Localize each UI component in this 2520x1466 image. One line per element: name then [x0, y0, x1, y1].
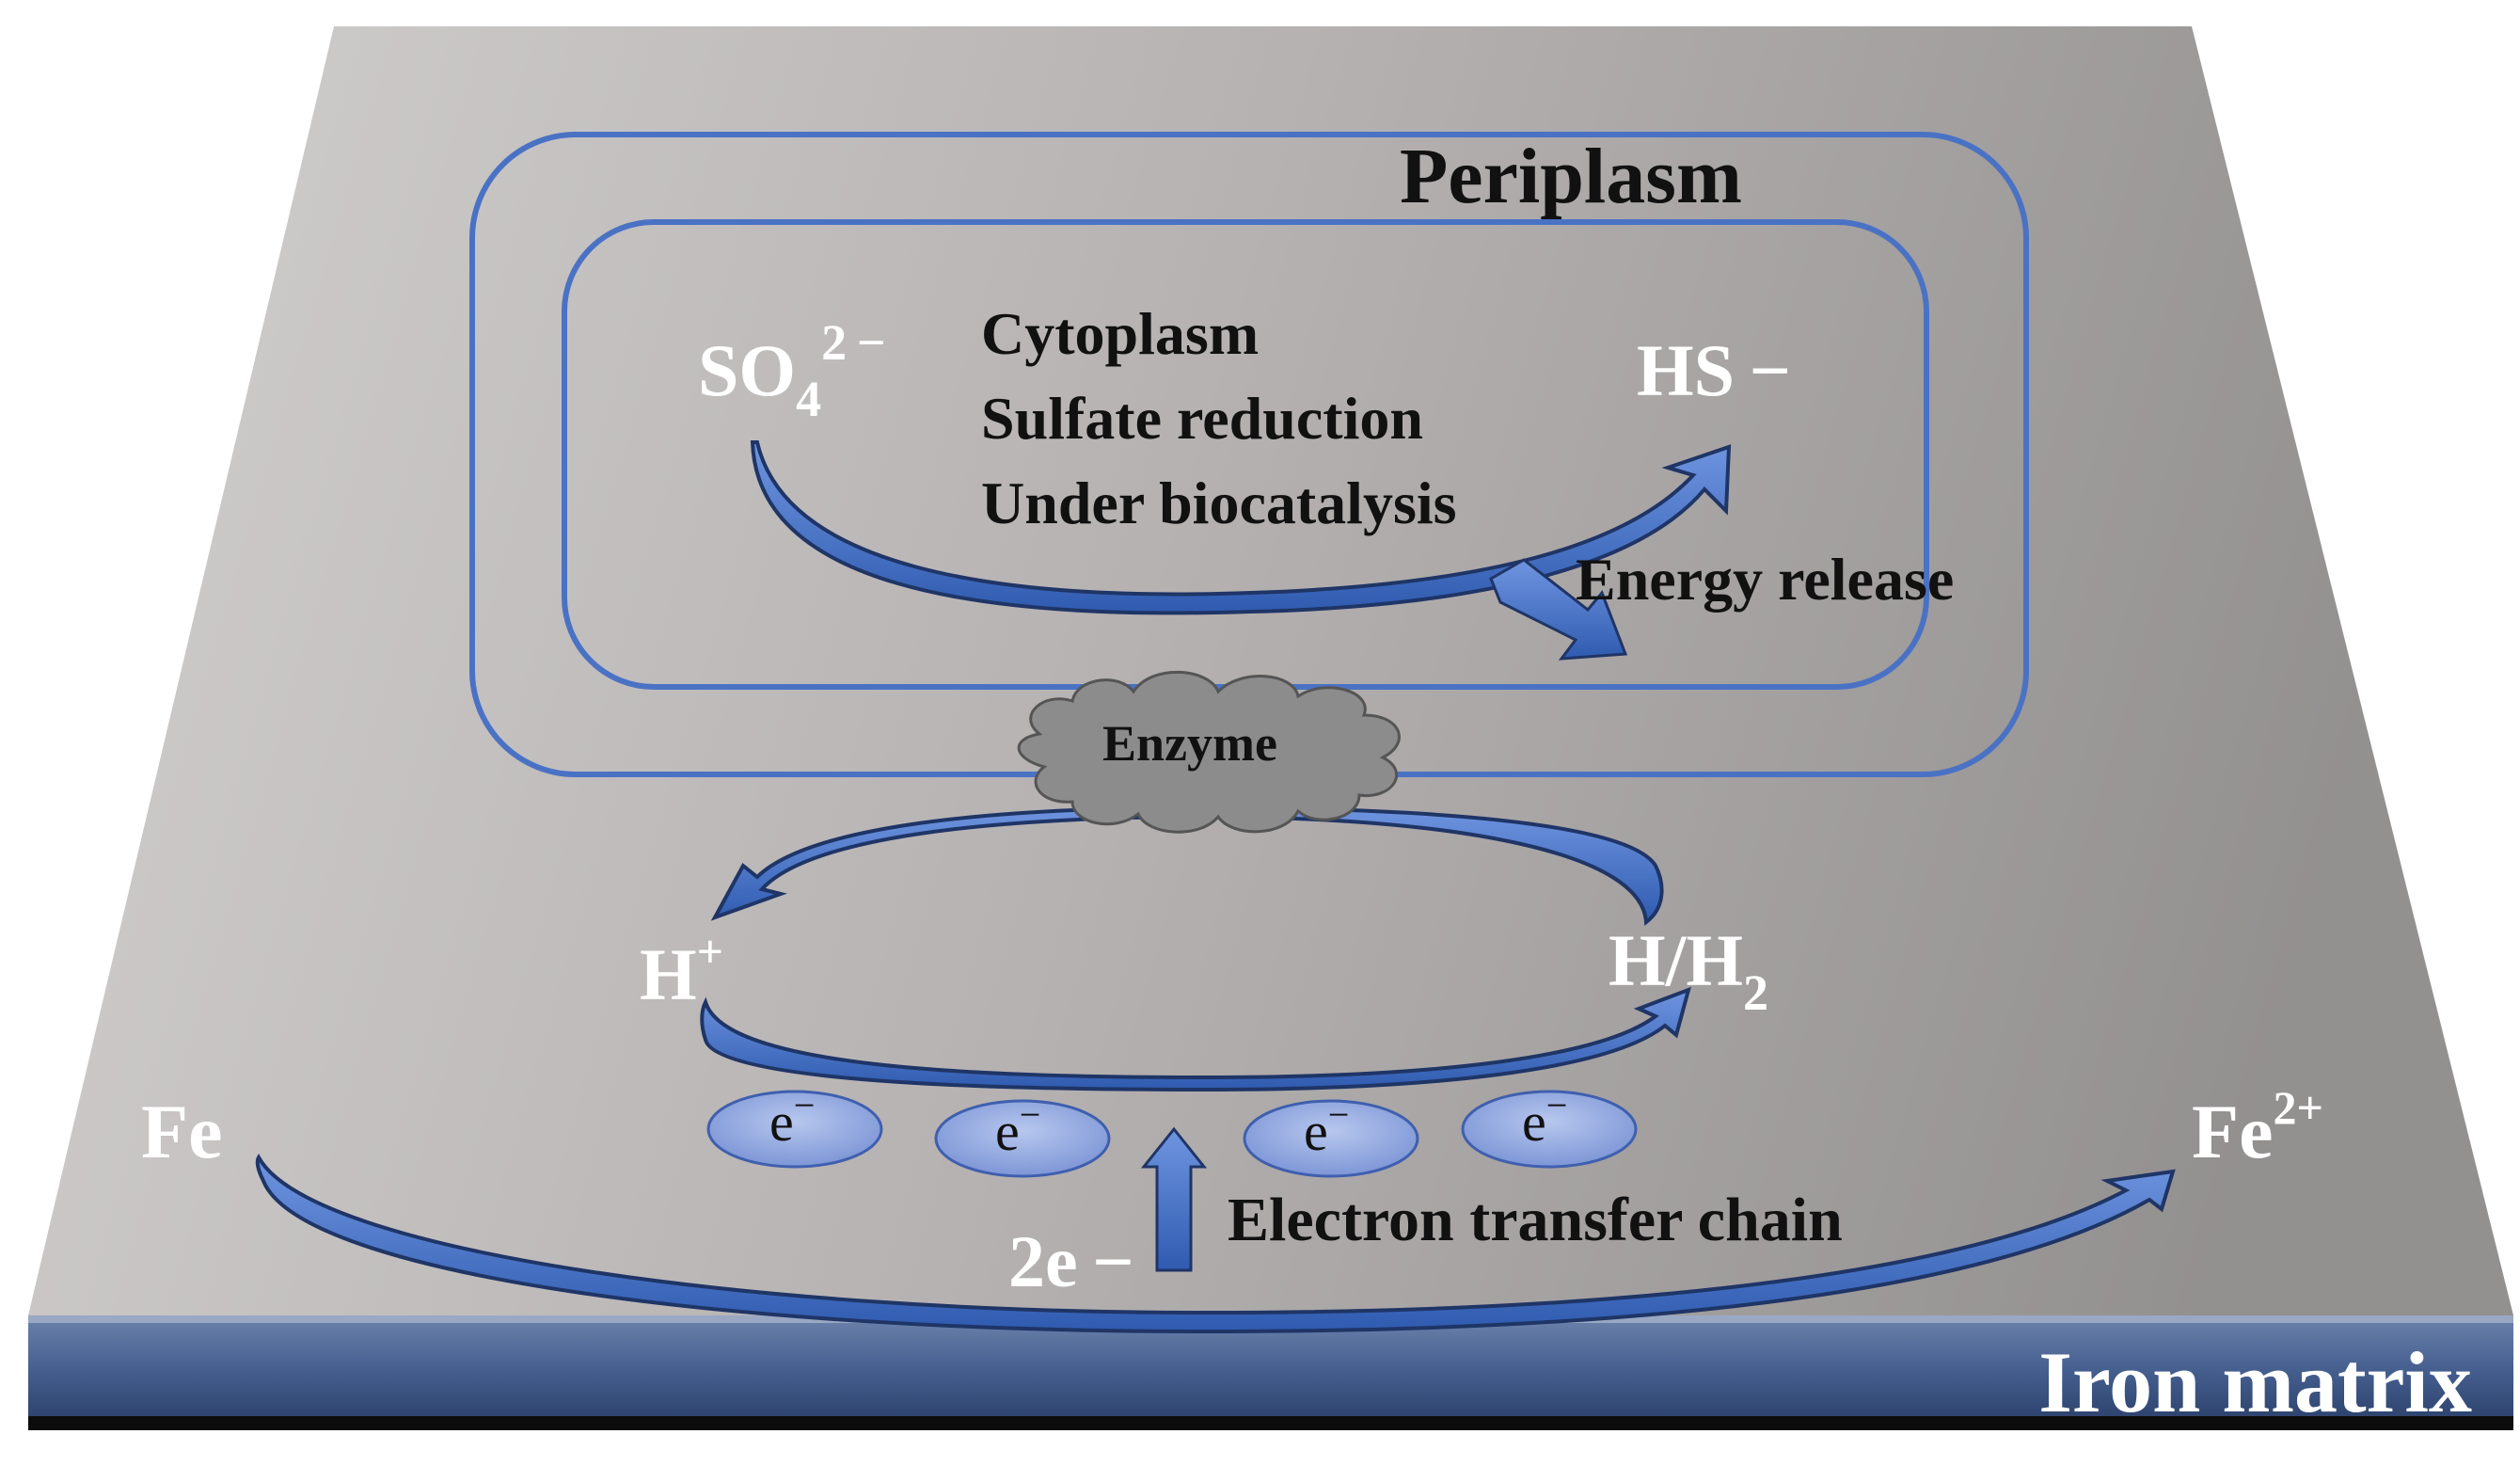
electron-4 [1461, 1090, 1638, 1169]
electron-up-arrow [1140, 1126, 1208, 1272]
sulfate-reduction-label: Sulfate reduction [981, 385, 1423, 452]
sulfate-label: SO42 − [698, 314, 886, 427]
cytoplasm-label: Cytoplasm [981, 300, 1259, 367]
energy-release-arrow [1489, 558, 1628, 661]
proton-reduction-arrow [700, 986, 1691, 1092]
electron-1 [706, 1090, 883, 1169]
two-electron-label: 2e − [1008, 1220, 1134, 1302]
iron-matrix-bar-shadow [28, 1416, 2513, 1430]
electron-label-3: e− [1304, 1093, 1349, 1162]
electron-label-2: e− [995, 1093, 1040, 1162]
electron-3 [1243, 1099, 1419, 1178]
sulfate-reduction-arrow [750, 440, 1732, 615]
electron-label-1: e− [769, 1084, 815, 1153]
sulfide-label: HS − [1637, 329, 1791, 411]
ferrous-label: Fe2+ [2192, 1081, 2323, 1174]
iron-matrix-label: Iron matrix [2038, 1334, 2472, 1430]
enzyme-cloud [1017, 670, 1401, 834]
hydrogen-label: H/H2 [1609, 919, 1768, 1021]
enzyme-label: Enzyme [1102, 715, 1277, 772]
electron-label-4: e− [1522, 1084, 1567, 1153]
periplasm-label: Periplasm [1400, 133, 1742, 220]
iron-oxidation-arrow [255, 1153, 2176, 1334]
under-biocatalysis-label: Under biocatalysis [981, 470, 1457, 536]
iron-label: Fe [141, 1089, 222, 1174]
proton-label: H+ [640, 925, 723, 1015]
electron-2 [934, 1099, 1111, 1178]
iron-matrix-bar [28, 1315, 2513, 1424]
iron-plate-surface [28, 26, 2513, 1315]
hydrogen-oxidation-arrow [710, 805, 1664, 926]
electron-transfer-chain-label: Electron transfer chain [1228, 1186, 1843, 1254]
energy-release-label: Energy release [1576, 546, 1954, 613]
